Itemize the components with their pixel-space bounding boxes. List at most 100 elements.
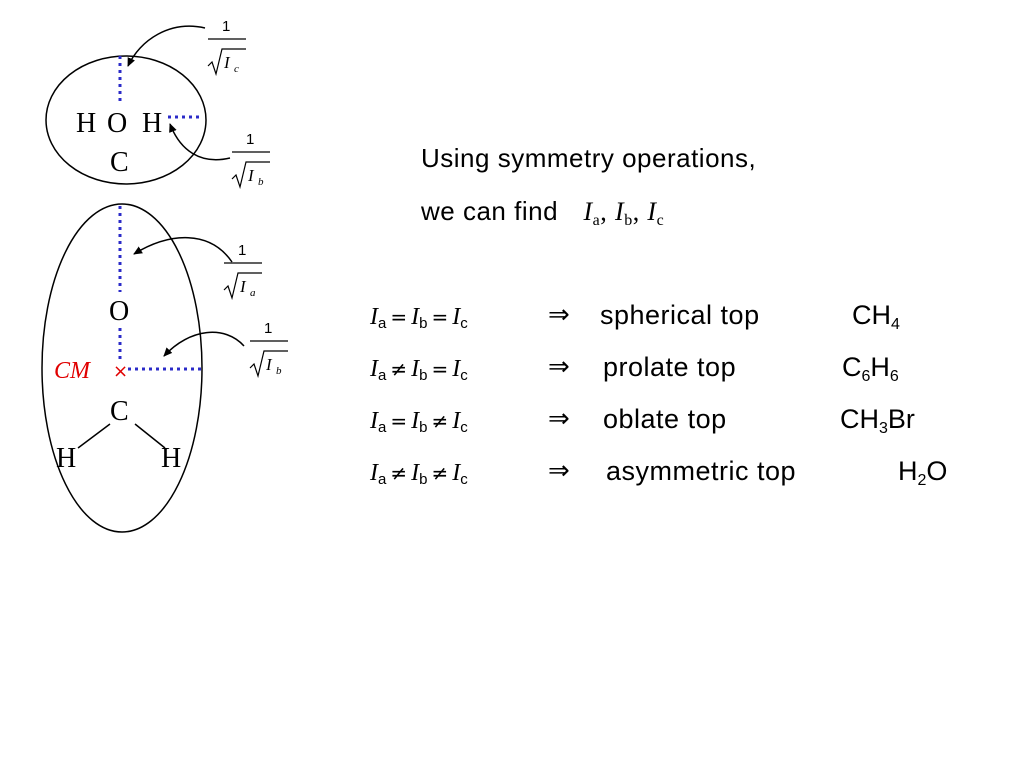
- arrow-to-top-horizontal-axis: [169, 123, 231, 161]
- example-molecule: CH4: [852, 300, 900, 334]
- relation-operator: ≠: [431, 461, 449, 485]
- formula-subscript: 3: [879, 420, 888, 437]
- moment-subscript: a: [378, 367, 387, 384]
- formula-element: CH: [840, 404, 879, 434]
- intro-sub-c: c: [656, 212, 665, 229]
- moment-symbol: I: [411, 304, 420, 330]
- intro-line-1-text: Using symmetry operations,: [421, 143, 757, 173]
- moment-subscript: c: [460, 471, 468, 488]
- relation-operator: ≠: [390, 461, 408, 485]
- radical-inverse-sqrt-ia: 1 I a: [223, 242, 262, 301]
- top-atom-h-left: H: [76, 108, 96, 139]
- moment-subscript: c: [460, 419, 468, 436]
- rotor-type: spherical top: [600, 300, 760, 330]
- top-molecule: H O H C 1 I c 1 I b: [45, 18, 270, 190]
- formula-subscript: 6: [861, 368, 871, 385]
- arrow-to-top-vertical-axis: [127, 25, 206, 67]
- svg-text:I: I: [265, 355, 273, 374]
- center-of-mass-mark: ×: [113, 361, 128, 382]
- relation-operator: ≠: [431, 409, 449, 433]
- formula-subscript: 4: [891, 316, 900, 333]
- moment-symbol: I: [452, 460, 461, 486]
- arrow-to-bottom-horizontal-axis: [163, 331, 245, 357]
- relation-operator: =: [431, 357, 449, 381]
- formula-element: O: [926, 456, 948, 486]
- top-atom-c: C: [110, 147, 129, 178]
- moment-subscript: b: [419, 315, 428, 332]
- example-molecule: CH3Br: [840, 404, 915, 438]
- intro-var-c: I: [647, 197, 657, 226]
- bottom-atom-h-right: H: [161, 443, 181, 474]
- bond-c-h-left: [77, 423, 111, 449]
- moment-symbol: I: [411, 356, 420, 382]
- radical-inverse-sqrt-ic: 1 I c: [207, 18, 246, 77]
- moment-subscript: b: [419, 471, 428, 488]
- moment-symbol: I: [452, 356, 461, 382]
- top-atom-h-right: H: [142, 108, 162, 139]
- formula-subscript: 6: [889, 368, 899, 385]
- implies-arrow: ⇒: [548, 404, 570, 434]
- moment-subscript: a: [378, 419, 387, 436]
- moment-relation: Ia=Ib=Ic: [370, 304, 468, 332]
- top-atom-o: O: [107, 108, 127, 139]
- bottom-molecule-ellipse: [41, 203, 203, 533]
- svg-text:I: I: [247, 166, 255, 185]
- svg-text:1: 1: [222, 18, 230, 35]
- moment-relation: Ia=Ib≠Ic: [370, 408, 468, 436]
- intro-line-2: we can find Ia, Ib, Ic: [421, 196, 664, 230]
- moment-symbol: I: [370, 356, 378, 382]
- intro-sep-2: ,: [632, 197, 640, 226]
- intro-var-b: I: [615, 197, 625, 226]
- bottom-atom-h-left: H: [56, 443, 76, 474]
- svg-text:c: c: [234, 63, 239, 75]
- bottom-atom-c: C: [110, 396, 129, 427]
- radical-inverse-sqrt-ib-bottom: 1 I b: [249, 320, 288, 379]
- moment-symbol: I: [411, 460, 420, 486]
- intro-sep-1: ,: [600, 197, 608, 226]
- relation-operator: ≠: [390, 357, 408, 381]
- intro-sub-a: a: [592, 212, 601, 229]
- moment-subscript: b: [419, 419, 428, 436]
- moment-symbol: I: [452, 304, 461, 330]
- svg-text:b: b: [258, 176, 264, 188]
- moment-symbol: I: [370, 408, 378, 434]
- moment-symbol: I: [411, 408, 420, 434]
- moment-subscript: a: [378, 315, 387, 332]
- moment-symbol: I: [370, 460, 378, 486]
- intro-line-1: Using symmetry operations,: [421, 143, 756, 174]
- svg-text:1: 1: [246, 131, 254, 148]
- bond-c-h-right: [134, 423, 166, 449]
- relation-operator: =: [390, 305, 408, 329]
- bottom-atom-o: O: [109, 296, 129, 327]
- formula-element: Br: [887, 404, 915, 434]
- svg-text:I: I: [223, 53, 231, 72]
- moment-symbol: I: [370, 304, 378, 330]
- moment-subscript: a: [378, 471, 387, 488]
- svg-text:1: 1: [238, 242, 246, 259]
- rotor-type: asymmetric top: [606, 456, 797, 486]
- intro-line-2-text: we can find: [421, 196, 559, 226]
- svg-text:b: b: [276, 365, 282, 377]
- implies-arrow: ⇒: [548, 456, 570, 486]
- formula-subscript: 2: [917, 472, 927, 489]
- implies-arrow: ⇒: [548, 352, 570, 382]
- formula-element: C: [842, 352, 862, 382]
- relation-operator: =: [431, 305, 449, 329]
- intro-var-a: I: [583, 197, 593, 226]
- moment-subscript: b: [419, 367, 428, 384]
- svg-text:a: a: [250, 287, 256, 299]
- formula-element: CH: [852, 300, 891, 330]
- relation-operator: =: [390, 409, 408, 433]
- svg-text:1: 1: [264, 320, 272, 337]
- bottom-molecule: O C H H CM × 1 I a 1 I b: [41, 203, 288, 533]
- rotor-type: prolate top: [603, 352, 737, 382]
- radical-inverse-sqrt-ib-top: 1 I b: [231, 131, 270, 190]
- formula-element: H: [870, 352, 890, 382]
- formula-element: H: [898, 456, 918, 486]
- svg-text:I: I: [239, 277, 247, 296]
- arrow-to-bottom-vertical-axis: [133, 237, 233, 263]
- rotor-type: oblate top: [603, 404, 727, 434]
- moment-relation: Ia≠Ib≠Ic: [370, 460, 468, 488]
- moment-symbol: I: [452, 408, 461, 434]
